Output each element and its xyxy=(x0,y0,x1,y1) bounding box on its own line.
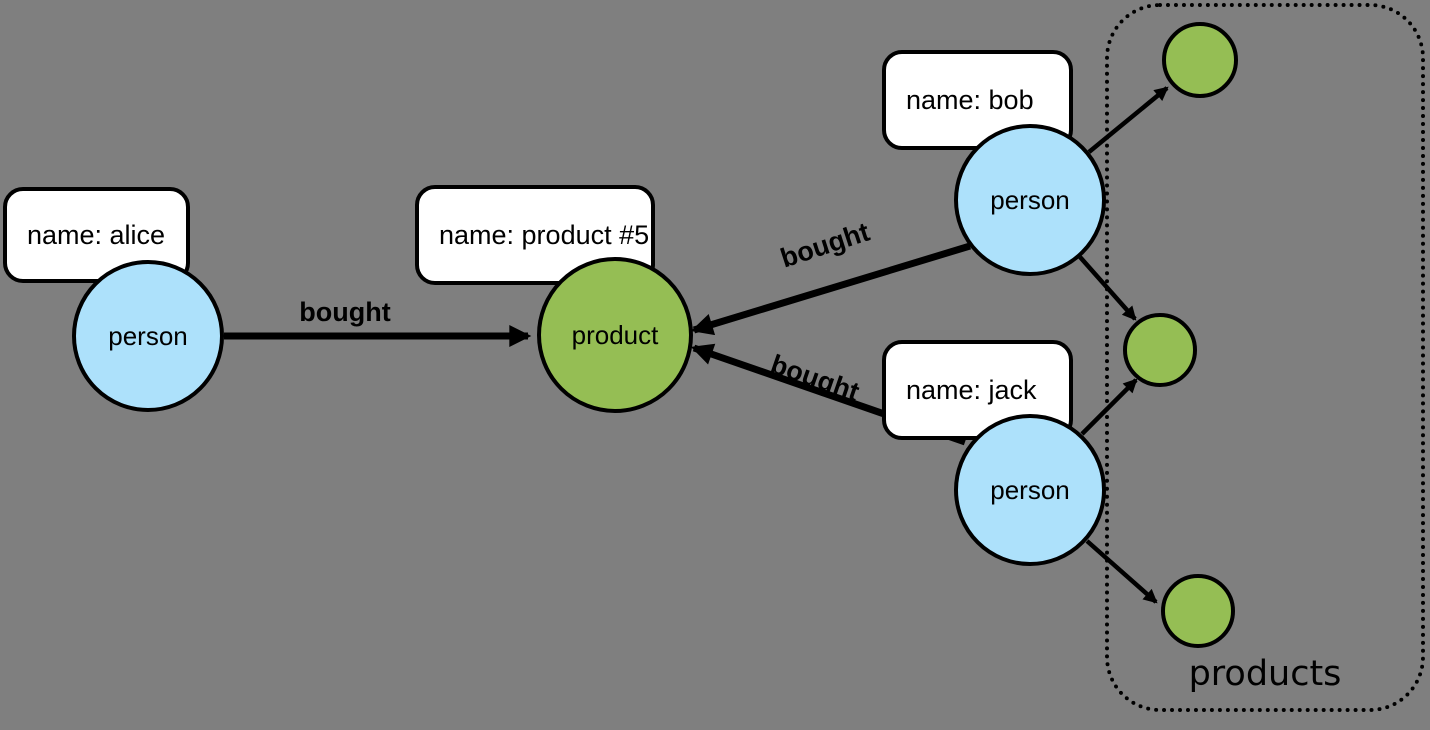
small-product-node-3 xyxy=(1161,574,1235,648)
small-product-node-1 xyxy=(1162,22,1238,98)
alice-person-node-label: person xyxy=(108,320,188,351)
small-product-node-2 xyxy=(1123,313,1197,387)
jack-property-text: name: jack xyxy=(906,374,1037,405)
bob-person-node-label: person xyxy=(990,184,1070,215)
product-property-text: name: product #5 xyxy=(439,219,650,250)
alice-person-node: person xyxy=(72,260,224,412)
jack-person-node: person xyxy=(954,414,1106,566)
edge-jack-to-small-product-2 xyxy=(1080,378,1138,436)
product-node: product xyxy=(537,257,693,413)
edge-label-alice-bought: bought xyxy=(299,296,391,327)
bob-person-node: person xyxy=(954,124,1106,276)
edge-bob-to-small-product-1 xyxy=(1087,86,1169,154)
alice-property-text: name: alice xyxy=(27,219,166,250)
products-group-label: products xyxy=(1188,654,1342,694)
edge-bob-to-small-product-2 xyxy=(1078,255,1137,321)
jack-person-node-label: person xyxy=(990,474,1070,505)
alice-property-box: name: alice xyxy=(3,187,190,283)
edge-jack-to-small-product-3 xyxy=(1085,539,1158,604)
edge-bob-bought-product xyxy=(690,242,972,336)
products-group-container: products xyxy=(1105,3,1425,712)
product-node-label: product xyxy=(571,319,659,350)
bob-property-text: name: bob xyxy=(906,84,1034,115)
